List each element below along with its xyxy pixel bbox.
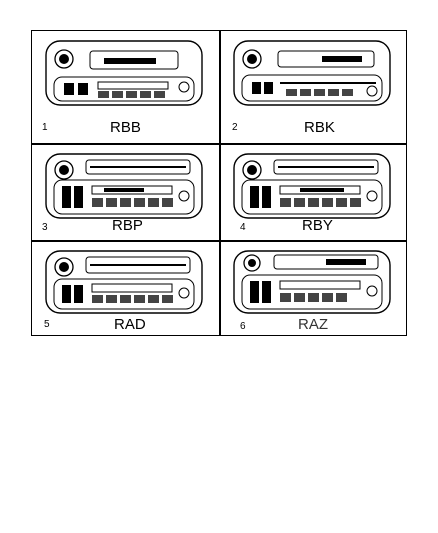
radio-cell-6: 6 RAZ bbox=[220, 241, 406, 337]
radio-code-3: RBP bbox=[112, 217, 143, 234]
radio-cell-2: 2 RBK bbox=[220, 31, 406, 143]
radio-unit-drawing-3 bbox=[45, 153, 203, 219]
radio-index-3: 3 bbox=[42, 222, 48, 233]
radio-index-4: 4 bbox=[240, 222, 246, 233]
radio-code-2: RBK bbox=[304, 119, 335, 136]
radio-unit-drawing-1 bbox=[45, 40, 203, 106]
radio-unit-drawing-2 bbox=[233, 40, 391, 106]
grid-divider-horizontal-1 bbox=[32, 143, 406, 145]
radio-code-4: RBY bbox=[302, 217, 333, 234]
radio-index-6: 6 bbox=[240, 321, 246, 332]
radio-code-5: RAD bbox=[114, 316, 146, 333]
radio-index-5: 5 bbox=[44, 319, 50, 330]
radio-unit-drawing-4 bbox=[233, 153, 391, 219]
radio-unit-drawing-6 bbox=[233, 250, 391, 314]
radio-cell-4: 4 RBY bbox=[220, 144, 406, 240]
radio-code-1: RBB bbox=[110, 119, 141, 136]
grid-divider-horizontal-2 bbox=[32, 240, 406, 242]
radio-index-1: 1 bbox=[42, 122, 48, 133]
radio-index-2: 2 bbox=[232, 122, 238, 133]
radio-diagram-grid: 1 RBB 2 RBK bbox=[31, 30, 407, 336]
radio-cell-1: 1 RBB bbox=[32, 31, 218, 143]
grid-divider-vertical bbox=[219, 31, 221, 335]
radio-unit-drawing-5 bbox=[45, 250, 203, 314]
radio-code-6: RAZ bbox=[298, 316, 328, 333]
radio-cell-5: 5 RAD bbox=[32, 241, 218, 337]
radio-cell-3: 3 RBP bbox=[32, 144, 218, 240]
